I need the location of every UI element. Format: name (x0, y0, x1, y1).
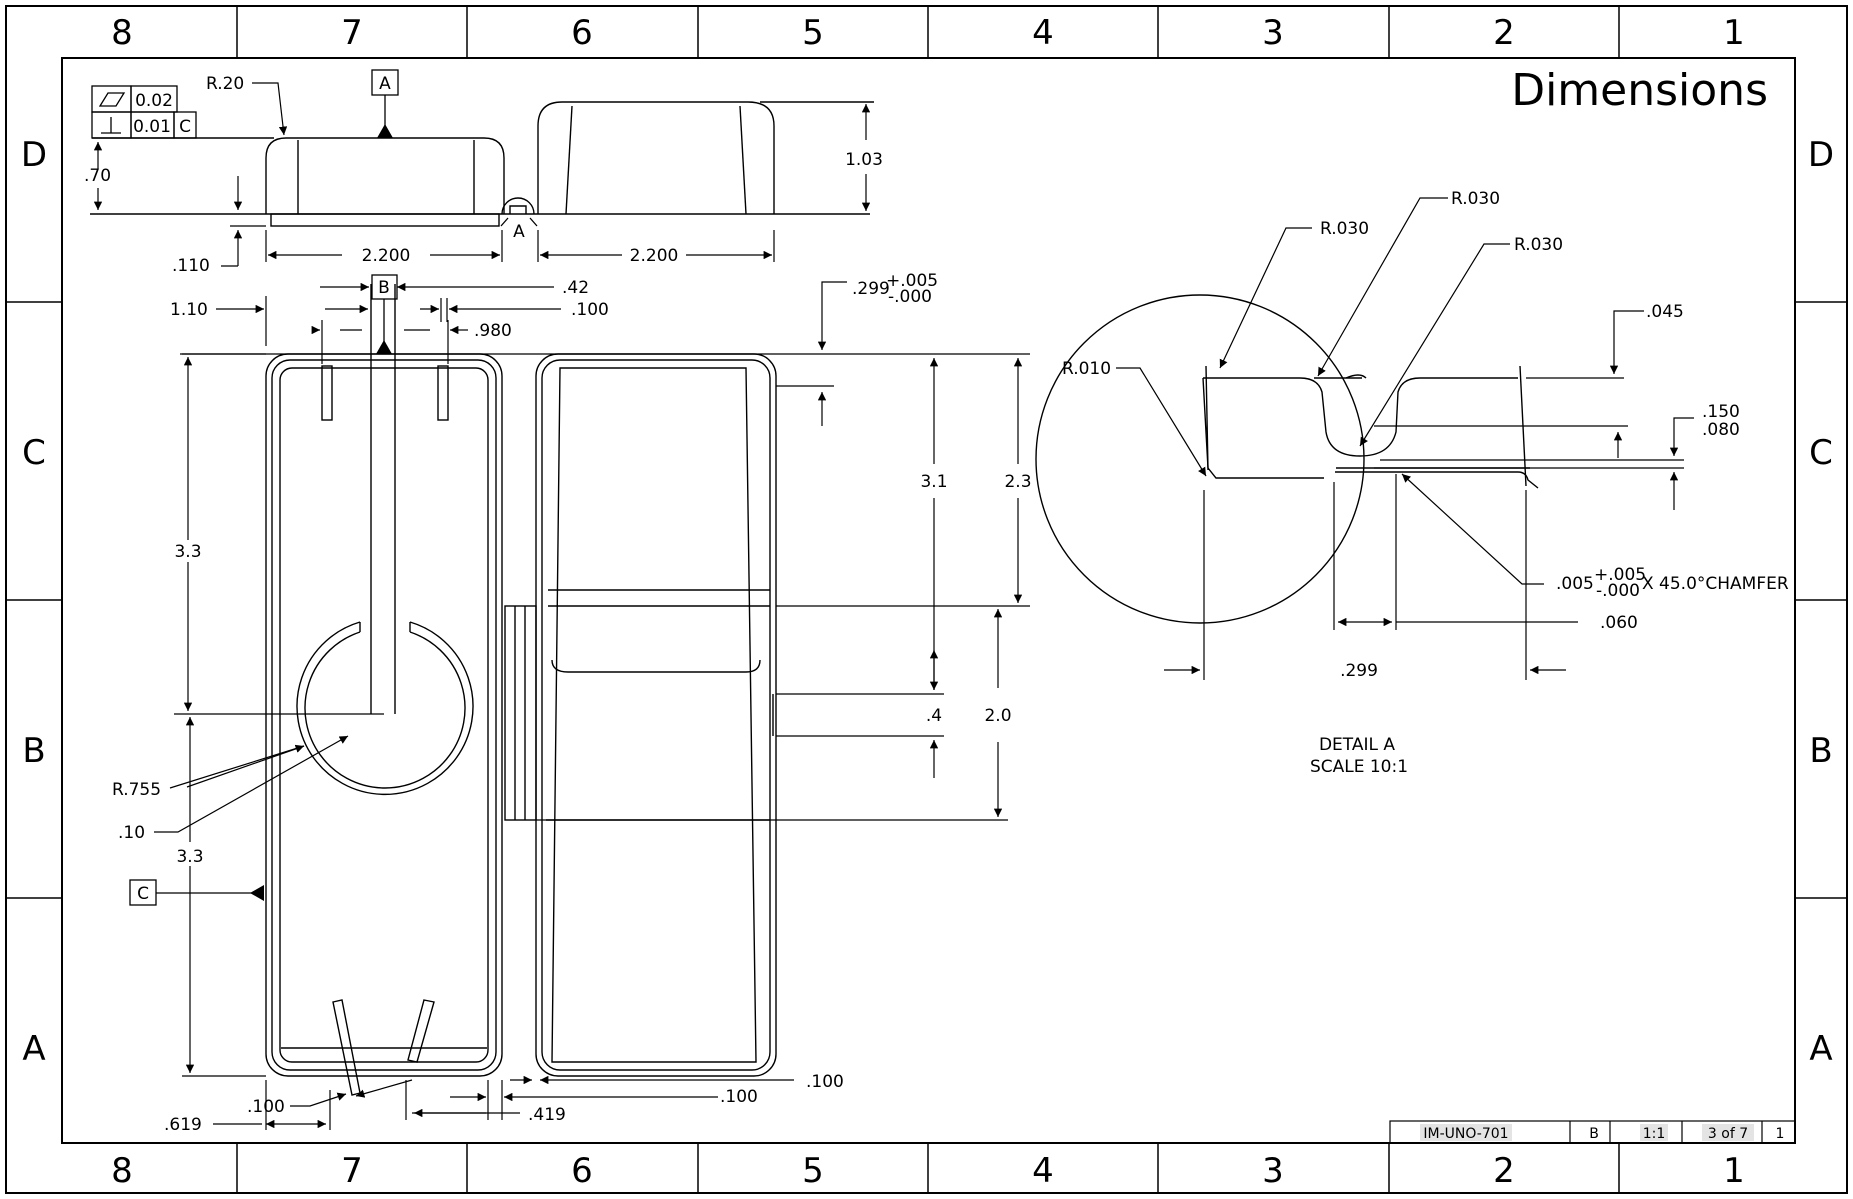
dim-299-detail: .299 (1340, 661, 1378, 681)
zone-col-bottom-2: 2 (1493, 1151, 1515, 1191)
dim-045: .045 (1646, 302, 1684, 322)
detail-a-dimensions (1116, 197, 1694, 680)
zone-col-bottom-7: 7 (341, 1151, 363, 1191)
datum-a-symbol: A (371, 69, 399, 138)
dim-100-bottom-1: .100 (247, 1097, 285, 1117)
zone-row-left-a: A (22, 1029, 45, 1069)
dim-110-top: 1.10 (170, 300, 208, 320)
zone-col-bottom-6: 6 (571, 1151, 593, 1191)
sheet-title: Dimensions (1511, 65, 1768, 116)
zone-col-top-8: 8 (111, 13, 133, 53)
dim-619: .619 (164, 1115, 202, 1135)
zone-row-left-b: B (22, 731, 45, 771)
dim-r030-b: R.030 (1451, 189, 1500, 209)
dim-103: 1.03 (845, 150, 883, 170)
zone-row-left-c: C (22, 433, 46, 473)
side-view-dimensions (93, 82, 871, 267)
dim-110-side: .110 (172, 256, 210, 276)
dim-419: .419 (528, 1105, 566, 1125)
sheet-frame (5, 5, 1848, 1194)
top-view-right (504, 353, 777, 1077)
zone-col-bottom-1: 1 (1723, 1151, 1745, 1191)
dim-33-bottom: 3.3 (176, 847, 203, 867)
title-block-page: 1 (1776, 1126, 1785, 1142)
datum-b-symbol: B (371, 274, 398, 354)
section-a-label: A (513, 222, 525, 242)
zone-col-bottom-5: 5 (802, 1151, 824, 1191)
dim-33-top: 3.3 (174, 542, 201, 562)
dim-r755: R.755 (112, 780, 161, 800)
datum-c-label: C (137, 884, 149, 904)
dim-100-bottom-3: .100 (806, 1072, 844, 1092)
zone-col-bottom-4: 4 (1032, 1151, 1054, 1191)
dim-980: .980 (474, 321, 512, 341)
dim-080: .080 (1702, 420, 1740, 440)
dim-chamfer: .005 (1556, 574, 1594, 594)
dim-r010: R.010 (1062, 359, 1111, 379)
dim-r030-c: R.030 (1514, 235, 1563, 255)
top-view-dimensions (154, 281, 1030, 1130)
dim-299-minus: -.000 (888, 287, 932, 307)
dim-2200-right: 2.200 (630, 246, 679, 266)
datum-c-symbol: C (129, 879, 264, 906)
title-block-sheet: 3 of 7 (1708, 1126, 1748, 1142)
zone-col-top-1: 1 (1723, 13, 1745, 53)
title-block-scale: 1:1 (1643, 1126, 1666, 1142)
top-view-left (265, 284, 503, 1096)
title-block-rev: B (1589, 1126, 1599, 1142)
detail-a-view (1035, 294, 1539, 624)
dim-2200-left: 2.200 (362, 246, 411, 266)
detail-a-label: DETAIL A (1319, 735, 1395, 755)
flatness-icon (98, 92, 126, 107)
feature-control-frame: 0.02 0.01 C (91, 85, 197, 139)
zone-row-right-c: C (1809, 433, 1833, 473)
dim-r030-a: R.030 (1320, 219, 1369, 239)
title-block: IM-UNO-701 B 1:1 3 of 7 1 (1389, 1120, 1796, 1144)
dim-4: .4 (926, 706, 942, 726)
zone-col-top-4: 4 (1032, 13, 1054, 53)
dim-42: .42 (562, 278, 589, 298)
datum-a-label: A (379, 74, 391, 94)
dim-299-top: .299 (852, 279, 890, 299)
zone-col-bottom-3: 3 (1262, 1151, 1284, 1191)
perpendicularity-value: 0.01 (133, 117, 171, 137)
title-block-part-no: IM-UNO-701 (1423, 1126, 1508, 1142)
zone-row-right-d: D (1808, 135, 1834, 175)
detail-a-scale: SCALE 10:1 (1310, 757, 1408, 777)
dim-chamfer-plus: +.005 (1594, 565, 1646, 585)
dim-20: 2.0 (984, 706, 1011, 726)
zone-labels: 8 7 6 5 4 3 2 1 8 7 6 5 4 3 2 1 D C B A … (21, 13, 1834, 1191)
dim-31: 3.1 (920, 472, 947, 492)
zone-row-left-d: D (21, 135, 47, 175)
zone-row-right-b: B (1809, 731, 1832, 771)
dim-10: .10 (118, 823, 145, 843)
zone-col-top-3: 3 (1262, 13, 1284, 53)
flatness-value: 0.02 (135, 91, 173, 111)
dim-70: .70 (84, 166, 111, 186)
datum-b-label: B (378, 278, 390, 298)
zone-col-bottom-8: 8 (111, 1151, 133, 1191)
dim-chamfer-suffix: X 45.0°CHAMFER (1642, 574, 1789, 594)
side-view (90, 101, 874, 227)
dim-150: .150 (1702, 402, 1740, 422)
zone-col-top-2: 2 (1493, 13, 1515, 53)
dim-100-bottom-2: .100 (720, 1087, 758, 1107)
perpendicularity-icon (101, 117, 121, 134)
dim-299-plus: +.005 (886, 271, 938, 291)
dim-chamfer-minus: -.000 (1596, 581, 1640, 601)
dim-23: 2.3 (1004, 472, 1031, 492)
zone-row-right-a: A (1809, 1029, 1832, 1069)
zone-col-top-6: 6 (571, 13, 593, 53)
zone-col-top-7: 7 (341, 13, 363, 53)
zone-col-top-5: 5 (802, 13, 824, 53)
dim-r20: R.20 (206, 74, 244, 94)
dim-100-top: .100 (571, 300, 609, 320)
dim-060: .060 (1600, 613, 1638, 633)
perpendicularity-datum: C (179, 117, 191, 137)
